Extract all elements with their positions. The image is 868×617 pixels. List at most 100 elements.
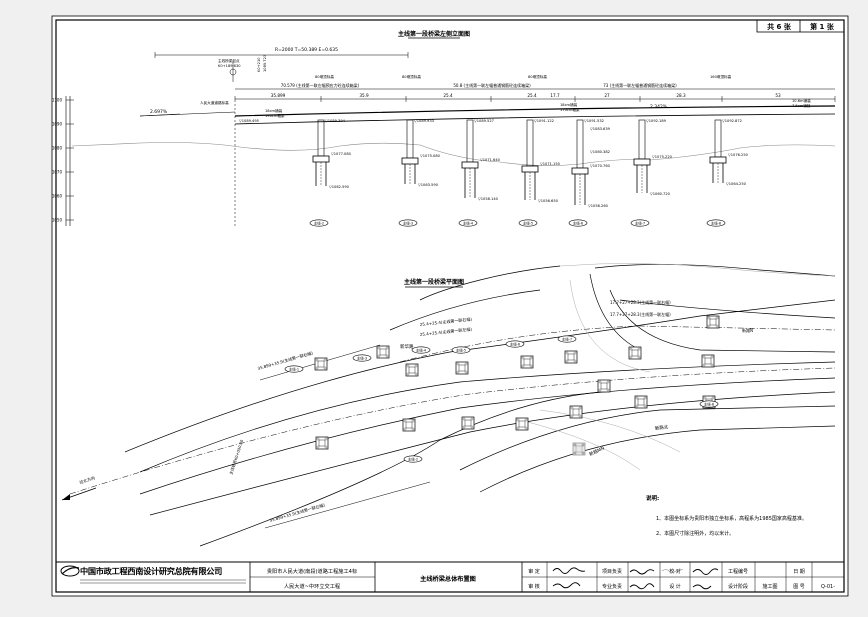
svg-text:主线-7: 主线-7	[562, 336, 572, 341]
grade-right: 2.342%	[650, 104, 668, 110]
svg-text:主线-2: 主线-2	[408, 456, 418, 461]
label-design-stage: 设计阶段	[728, 583, 748, 590]
deck-top	[234, 105, 836, 117]
pile-elev: ▽1060.720	[650, 192, 671, 196]
plan-span-2: 17.7+27+28.3(主线第一联左幅)	[610, 311, 671, 317]
plan-pier-block	[572, 442, 586, 456]
svg-text:主线-4: 主线-4	[416, 347, 426, 352]
sheet-number: 第 1 张	[810, 22, 835, 31]
stage-value: 施工图	[762, 583, 777, 590]
deck-elev: ▽1091.122	[534, 119, 554, 123]
cap-elev: ▽1076.250	[728, 153, 749, 157]
deck-note-1: 18cm铺装	[265, 108, 283, 113]
span-value: 35.9	[359, 93, 369, 98]
pile-elev: ▽1058.140	[478, 197, 499, 201]
elev-axis-label: 1100	[52, 98, 63, 103]
label-drawing-no: 图 号	[793, 584, 805, 590]
plan-pier-block	[314, 357, 328, 371]
cap-elev: ▽1071.150	[540, 162, 561, 166]
svg-text:主线-8: 主线-8	[704, 401, 714, 406]
plan-pier-label: 主线-1	[284, 365, 304, 373]
paper	[51, 15, 849, 597]
pile-elev: ▽1056.650	[538, 199, 559, 203]
span-value: 28.3	[676, 93, 686, 98]
cap-elev: ▽1075.220	[652, 155, 673, 159]
project-name-2: 人民大道~中环立交工程	[284, 582, 340, 590]
total-sheets: 共 6 张	[767, 22, 792, 31]
plan-pier-label: 主线-5	[451, 346, 471, 354]
plan-pier-block	[634, 395, 648, 409]
elevation-pier-label: 主线-8	[711, 220, 721, 225]
plan-pier-block	[515, 417, 529, 431]
project-name-1: 贵阳市人民大道(南段)道路工程施工4标	[267, 567, 357, 575]
centerline	[69, 325, 836, 495]
svg-text:人民大道道路标高: 人民大道道路标高	[200, 100, 229, 105]
road-label-2: 新路北	[654, 423, 669, 432]
svg-text:主线-1: 主线-1	[289, 366, 299, 371]
svg-text:K0+189.630: K0+189.630	[218, 64, 241, 68]
elevation-pier-label: 主线-4	[463, 220, 473, 225]
pile-elev: ▽1064.250	[726, 182, 747, 186]
curve-params: R=2000 T=50.389 E=0.635	[275, 47, 338, 53]
svg-text:7.5cm铺装: 7.5cm铺装	[792, 103, 811, 108]
elevation-pier: ▽1075.220 ▽1060.720 主线-7	[630, 119, 673, 227]
road-edges	[124, 264, 836, 547]
svg-text:主线-5: 主线-5	[456, 347, 466, 352]
svg-text:主线-6: 主线-6	[510, 341, 520, 346]
note-2: 2、本图尺寸除注明外，均以米计。	[656, 530, 734, 537]
plan-pier-block	[455, 361, 469, 375]
right-note: 10.6m铺装	[792, 98, 811, 103]
plan-span-1: 17.7+27+28.3(主线第一联右幅)	[610, 299, 671, 305]
deck-elev: ▽1092.872	[722, 119, 742, 123]
cap-elev: ▽1077.080	[331, 152, 352, 156]
elevation-title: 主线第一段桥梁左侧立面图	[398, 30, 470, 38]
elev-axis-label: 1090	[52, 122, 63, 127]
elevation-pier-label: 主线-7	[635, 220, 645, 225]
deck-bottom	[234, 113, 836, 125]
elevation-pier: ▽1076.250 ▽1064.250 主线-8	[706, 119, 749, 227]
svg-text:主线桥梁起点: 主线桥梁起点	[218, 58, 240, 63]
svg-text:1089.723: 1089.723	[263, 55, 267, 72]
grade-left: 2.697%	[150, 109, 168, 115]
sheet-counter: 共 6 张 第 1 张	[756, 19, 845, 33]
plan-pier-block	[628, 346, 642, 360]
elevation-pier-label: 主线-3	[403, 220, 413, 225]
top-markers: 主线桥梁起点 K0+189.630 K0+210 1089.723 80墩顶标高…	[218, 55, 732, 82]
elev-axis-label: 1050	[52, 218, 63, 223]
title-block: 中国市政工程西南设计研究总院有限公司 贵阳市人民大道(南段)道路工程施工4标 人…	[55, 561, 845, 593]
direction-arrow: 往北方向	[61, 474, 97, 501]
label-discipline-lead: 专业负责	[602, 583, 622, 590]
label-eng-no: 工程编号	[728, 568, 748, 575]
deck-elev: ▽1089.527	[474, 119, 494, 123]
span-value: 35.899	[271, 93, 286, 98]
svg-text:170cm箱梁: 170cm箱梁	[560, 107, 580, 112]
plan-pier-block	[461, 416, 475, 430]
plan-pier-label: 主线-7	[557, 335, 577, 343]
svg-text:80墩顶标高: 80墩顶标高	[528, 74, 547, 79]
plan-pier-label: 主线-6	[505, 340, 525, 348]
plan-pier-block	[569, 405, 583, 419]
plan-pier-label: 主线-2	[403, 455, 423, 463]
deck-elev: ▽1092.189	[646, 119, 667, 123]
span-value: 25.4	[443, 93, 453, 98]
elev-axis-label: 1070	[52, 170, 63, 175]
span-value: 53	[775, 93, 781, 98]
svg-text:80墩顶标高: 80墩顶标高	[402, 74, 421, 79]
notes: 说明: 1、本图坐标系为贵阳市独立坐标系，高程系为1985国家高程基准。 2、本…	[646, 494, 807, 537]
deck-note-2: 190cm箱梁	[265, 113, 285, 118]
plan-pier-block	[376, 345, 390, 359]
label-design: 设 计	[669, 583, 681, 590]
span-group-3: 73 (主线第一联左幅普通钢筋砼连续箱梁)	[603, 82, 677, 88]
svg-text:160墩顶标高: 160墩顶标高	[710, 74, 732, 79]
signatures	[552, 567, 719, 590]
span-value: 17.7	[550, 93, 560, 98]
plan-pier-label: 主线-4	[411, 346, 431, 354]
label-review: 审 定	[528, 568, 540, 575]
